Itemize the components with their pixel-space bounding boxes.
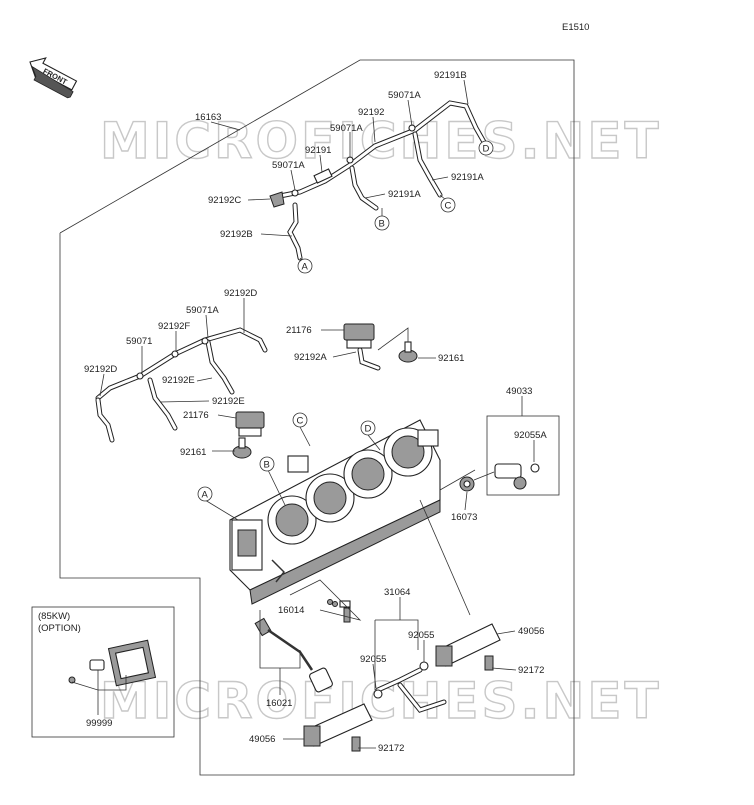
label-92191a-2: 92191A bbox=[388, 189, 421, 200]
svg-text:D: D bbox=[483, 144, 490, 155]
front-arrow-icon: FRONT bbox=[29, 57, 78, 99]
label-92172-1: 92172 bbox=[518, 665, 544, 676]
fuel-fitting bbox=[459, 463, 540, 492]
throttle-body-assembly bbox=[229, 419, 441, 605]
label-92192b: 92192B bbox=[220, 229, 253, 240]
svg-text:C: C bbox=[445, 201, 452, 212]
option-box-line1: (85KW) bbox=[38, 611, 70, 622]
label-49056-2: 49056 bbox=[249, 734, 275, 745]
label-21176-1: 21176 bbox=[286, 325, 312, 336]
callout-a-body: A bbox=[197, 486, 213, 502]
callout-d-body: D bbox=[360, 420, 376, 436]
option-parts-99999 bbox=[68, 639, 157, 687]
injector-rail-upper bbox=[435, 623, 501, 671]
part-box-49033 bbox=[486, 415, 560, 496]
option-box bbox=[31, 606, 175, 738]
label-92161-2: 92161 bbox=[180, 447, 206, 458]
label-59071: 59071 bbox=[126, 336, 152, 347]
label-16021: 16021 bbox=[266, 698, 292, 709]
label-99999: 99999 bbox=[86, 718, 112, 729]
label-92192e-1: 92192E bbox=[162, 375, 195, 386]
pipe-31064 bbox=[373, 661, 447, 713]
svg-text:A: A bbox=[202, 490, 209, 501]
label-92192d-1: 92192D bbox=[224, 288, 257, 299]
svg-text:A: A bbox=[302, 262, 309, 273]
watermark-bottom: MICROFICHES.NET bbox=[100, 672, 662, 730]
label-92055a: 92055A bbox=[514, 430, 547, 441]
label-59071a-4: 59071A bbox=[186, 305, 219, 316]
label-16073: 16073 bbox=[451, 512, 477, 523]
svg-text:B: B bbox=[264, 460, 270, 471]
option-box-line2: (OPTION) bbox=[38, 623, 81, 634]
label-92172-2: 92172 bbox=[378, 743, 404, 754]
label-92191b: 92191B bbox=[434, 70, 467, 81]
label-31064: 31064 bbox=[384, 587, 410, 598]
callout-b-top: B bbox=[374, 215, 390, 231]
callout-c-body: C bbox=[292, 412, 308, 428]
callout-a-top: A bbox=[297, 258, 313, 274]
label-59071a-2: 59071A bbox=[330, 123, 363, 134]
label-92161-1: 92161 bbox=[438, 353, 464, 364]
label-92191: 92191 bbox=[305, 145, 331, 156]
top-hose-assembly bbox=[269, 100, 487, 261]
sensor-lower bbox=[232, 411, 265, 459]
label-59071a-3: 59071A bbox=[272, 160, 305, 171]
label-92055-2: 92055 bbox=[360, 654, 386, 665]
label-59071a-1: 59071A bbox=[388, 90, 421, 101]
label-92192f: 92192F bbox=[158, 321, 190, 332]
svg-text:B: B bbox=[379, 219, 385, 230]
label-49033: 49033 bbox=[506, 386, 532, 397]
injector-rail-lower bbox=[303, 703, 373, 752]
left-hose-assembly bbox=[95, 327, 268, 443]
svg-text:D: D bbox=[365, 424, 372, 435]
callout-d-top: D bbox=[478, 140, 494, 156]
label-21176-2: 21176 bbox=[183, 410, 209, 421]
watermark-top: MICROFICHES.NET bbox=[100, 112, 662, 170]
leader-lines bbox=[71, 79, 535, 749]
callout-c-top: C bbox=[440, 197, 456, 213]
label-49056-1: 49056 bbox=[518, 626, 544, 637]
label-92192e-2: 92192E bbox=[212, 396, 245, 407]
label-92192d-2: 92192D bbox=[84, 364, 117, 375]
label-92192a: 92192A bbox=[294, 352, 327, 363]
diagram-code: E1510 bbox=[562, 22, 589, 33]
label-16163: 16163 bbox=[195, 112, 221, 123]
label-92192: 92192 bbox=[358, 107, 384, 118]
svg-text:C: C bbox=[297, 416, 304, 427]
label-92055-1: 92055 bbox=[408, 630, 434, 641]
screw-set-16014 bbox=[327, 599, 351, 623]
label-92192c: 92192C bbox=[208, 195, 241, 206]
callout-b-body: B bbox=[259, 456, 275, 472]
assembly-boundary bbox=[59, 59, 575, 776]
label-92191a-1: 92191A bbox=[451, 172, 484, 183]
sensor-upper bbox=[343, 323, 418, 371]
label-16014: 16014 bbox=[278, 605, 304, 616]
